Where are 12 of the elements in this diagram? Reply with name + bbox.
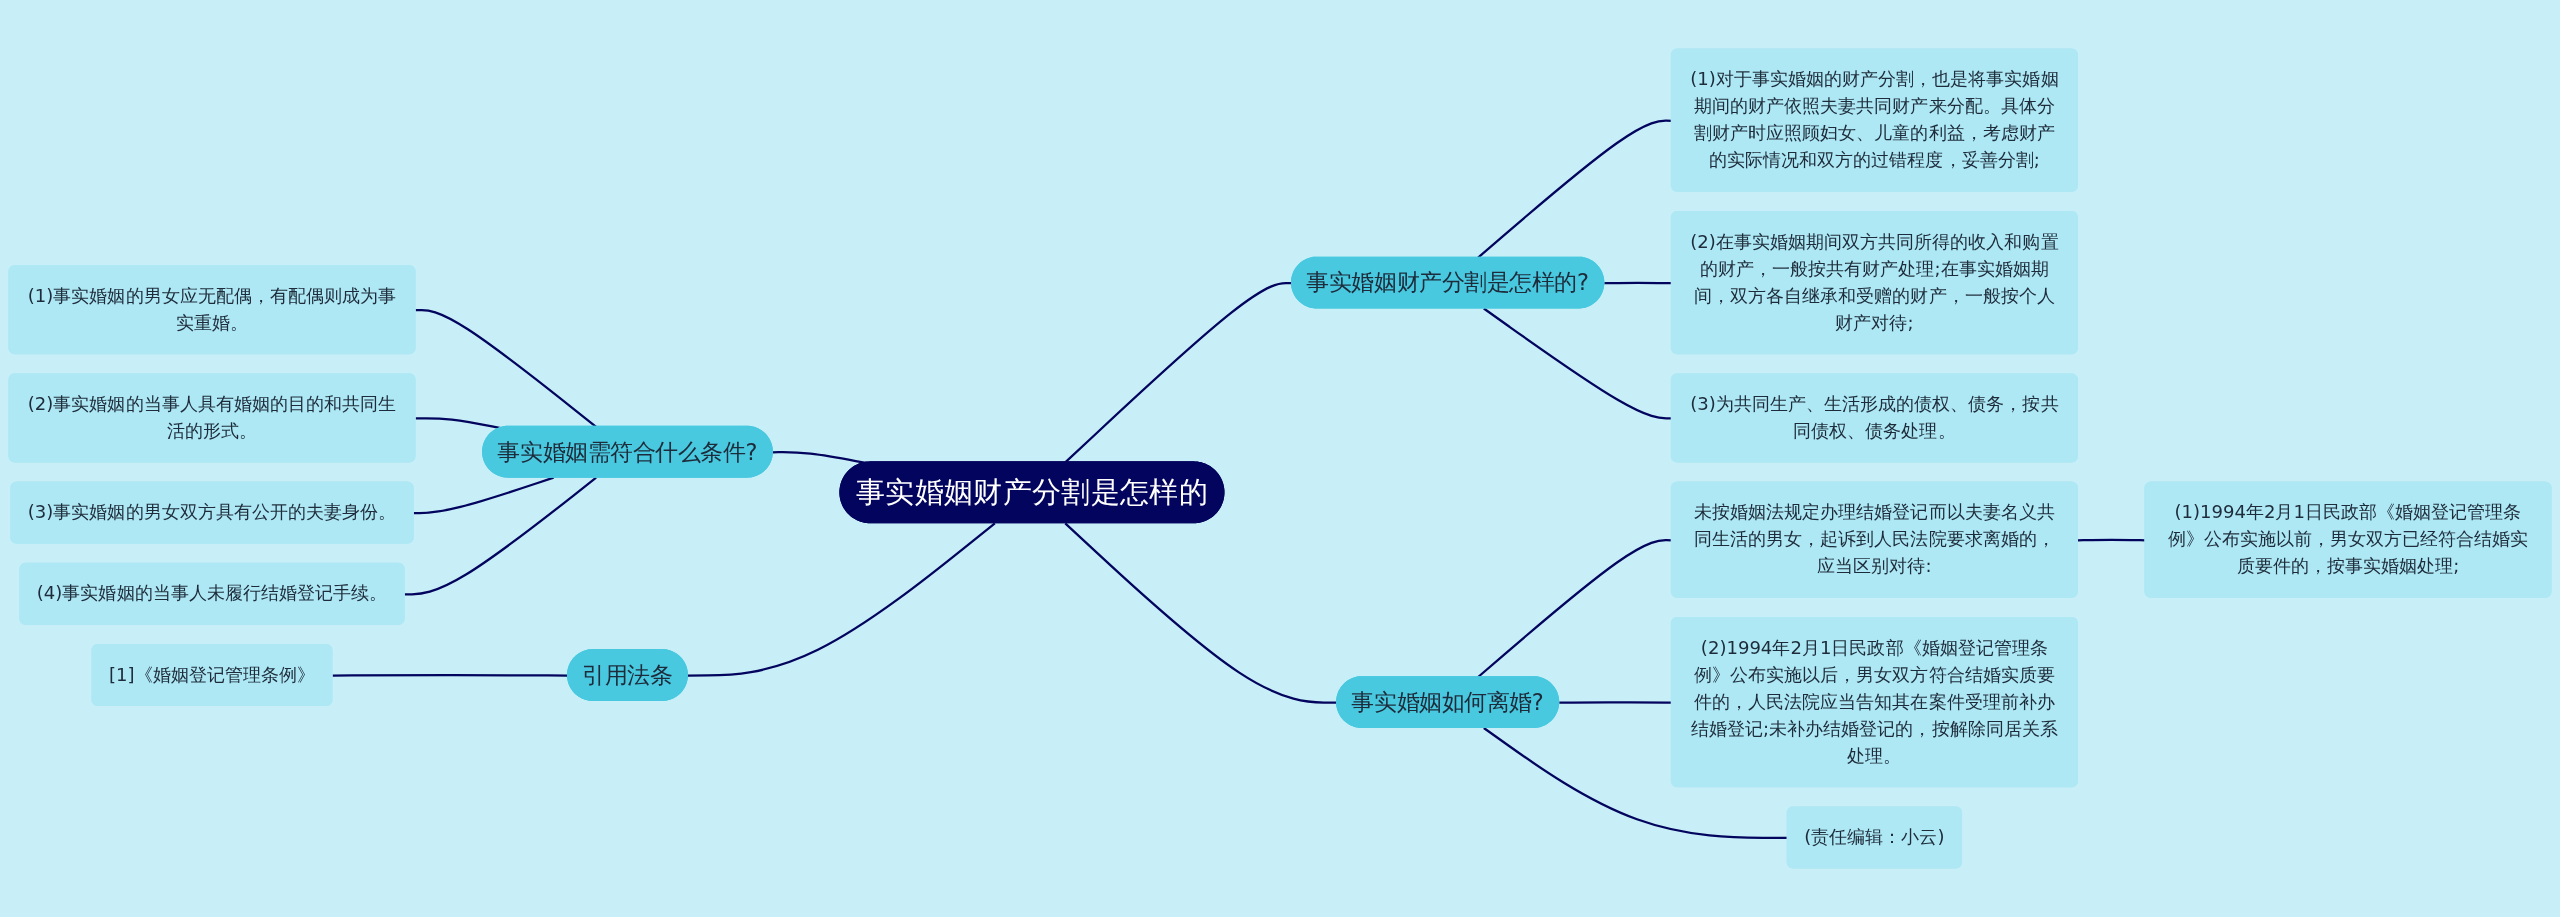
connector bbox=[772, 451, 866, 465]
connector bbox=[1483, 307, 1672, 420]
connector bbox=[1559, 701, 1672, 704]
connector bbox=[1483, 727, 1788, 840]
connector bbox=[415, 309, 597, 428]
connector bbox=[1604, 281, 1672, 285]
connector bbox=[1477, 119, 1672, 259]
connector bbox=[415, 417, 501, 430]
connector bbox=[687, 522, 996, 677]
connector bbox=[404, 476, 597, 596]
connector bbox=[2077, 538, 2146, 542]
connector bbox=[413, 476, 554, 515]
